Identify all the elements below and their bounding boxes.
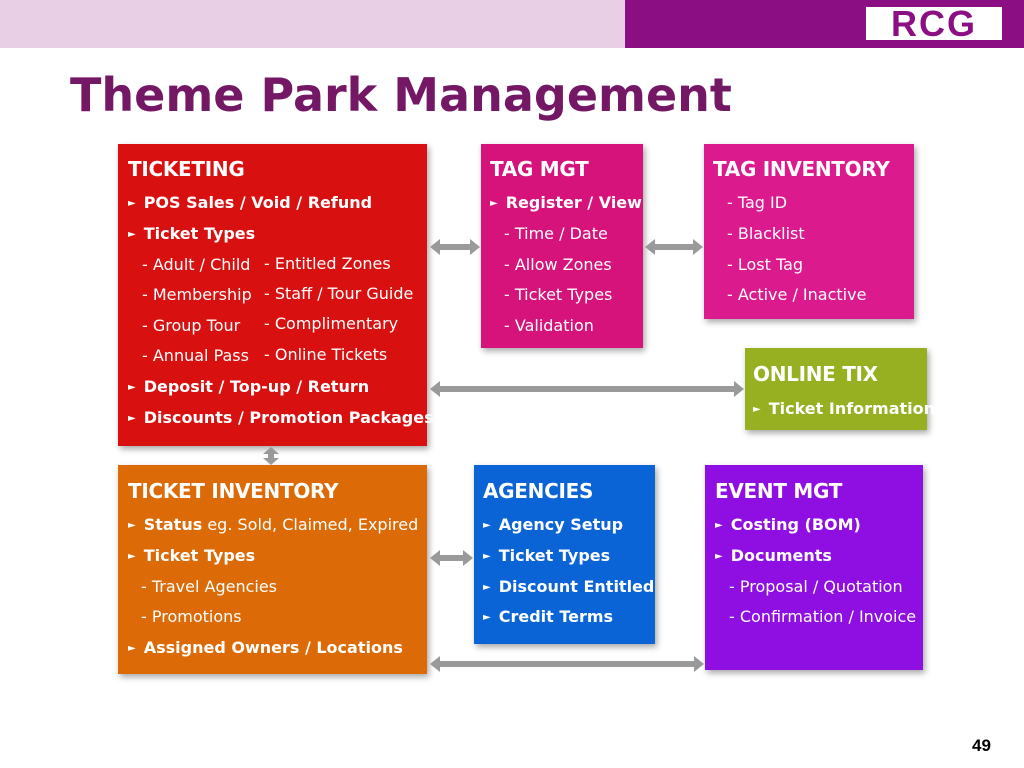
online-tix-info-item: ►Ticket Information xyxy=(753,399,936,418)
bullet-triangle-icon: ► xyxy=(483,612,491,623)
ticketing-type-right-2: - Staff / Tour Guide xyxy=(264,284,414,303)
ticket-inventory-types-item: ►Ticket Types xyxy=(128,546,256,565)
tag-inventory-title: TAG INVENTORY xyxy=(713,157,890,181)
tag-mgt-item-1: - Time / Date xyxy=(504,224,608,243)
bullet-triangle-icon: ► xyxy=(128,551,136,562)
ticketing-type-left-1: - Adult / Child xyxy=(142,255,251,274)
ticketing-type-left-2: - Membership xyxy=(142,285,252,304)
ticketing-type-left-3: - Group Tour xyxy=(142,316,241,335)
bullet-triangle-icon: ► xyxy=(483,520,491,531)
bullet-triangle-icon: ► xyxy=(128,382,136,393)
event-mgt-item-2: - Confirmation / Invoice xyxy=(729,607,917,626)
ticket-inventory-item-2: - Promotions xyxy=(141,607,242,626)
ticketing-title: TICKETING xyxy=(128,157,245,181)
ticketing-discounts-item: ►Discounts / Promotion Packages xyxy=(128,408,434,427)
agencies-item-2: ►Ticket Types xyxy=(483,546,611,565)
tag-mgt-register-item: ►Register / View xyxy=(490,193,642,212)
event-mgt-item-1: - Proposal / Quotation xyxy=(729,577,903,596)
ticketing-type-right-4: - Online Tickets xyxy=(264,345,388,364)
agencies-item-1: ►Agency Setup xyxy=(483,515,624,534)
tag-inventory-item-1: - Tag ID xyxy=(727,193,788,212)
arrow-tagmgt-taginventory xyxy=(645,239,703,255)
ticketing-deposit-item: ►Deposit / Top-up / Return xyxy=(128,377,370,396)
header-band-light xyxy=(0,0,625,48)
tag-inventory-item-3: - Lost Tag xyxy=(727,255,804,274)
ticket-inventory-assigned-item: ►Assigned Owners / Locations xyxy=(128,638,403,657)
tag-mgt-item-4: - Validation xyxy=(504,316,594,335)
ticketing-pos-item: ►POS Sales / Void / Refund xyxy=(128,193,373,212)
ticket-inventory-box: TICKET INVENTORY ►Status eg. Sold, Claim… xyxy=(118,465,427,674)
agencies-box: AGENCIES ►Agency Setup ►Ticket Types ►Di… xyxy=(474,465,655,644)
tag-mgt-box: TAG MGT ►Register / View - Time / Date -… xyxy=(481,144,643,348)
bullet-triangle-icon: ► xyxy=(483,551,491,562)
logo-text: RCG xyxy=(891,2,977,44)
agencies-item-3: ►Discount Entitled xyxy=(483,577,655,596)
tag-inventory-item-4: - Active / Inactive xyxy=(727,285,867,304)
rcg-logo: RCG xyxy=(864,5,1004,42)
ticketing-type-right-1: - Entitled Zones xyxy=(264,254,391,273)
agencies-title: AGENCIES xyxy=(483,479,594,503)
arrow-ticketing-onlinetix xyxy=(430,381,744,397)
arrow-ticketing-ticketinventory xyxy=(263,447,279,465)
arrow-ticketinventory-eventmgt xyxy=(430,656,704,672)
online-tix-box: ONLINE TIX ►Ticket Information xyxy=(745,348,935,430)
page-number: 49 xyxy=(972,736,991,755)
bullet-triangle-icon: ► xyxy=(483,582,491,593)
ticket-inventory-status-item: ►Status eg. Sold, Claimed, Expired xyxy=(128,515,419,534)
ticketing-box: TICKETING ►POS Sales / Void / Refund ►Ti… xyxy=(118,144,434,446)
tag-mgt-item-3: - Ticket Types xyxy=(504,285,613,304)
tag-mgt-title: TAG MGT xyxy=(490,157,589,181)
bullet-triangle-icon: ► xyxy=(128,520,136,531)
online-tix-title: ONLINE TIX xyxy=(753,362,878,386)
page-title: Theme Park Management xyxy=(70,68,732,122)
bullet-triangle-icon: ► xyxy=(715,551,723,562)
bullet-triangle-icon: ► xyxy=(128,643,136,654)
tag-inventory-item-2: - Blacklist xyxy=(727,224,805,243)
event-mgt-title: EVENT MGT xyxy=(715,479,843,503)
ticketing-ticket-types-item: ►Ticket Types xyxy=(128,224,256,243)
ticket-inventory-item-1: - Travel Agencies xyxy=(141,577,278,596)
ticket-inventory-title: TICKET INVENTORY xyxy=(128,479,339,503)
bullet-triangle-icon: ► xyxy=(490,198,498,209)
bullet-triangle-icon: ► xyxy=(753,404,761,415)
bullet-triangle-icon: ► xyxy=(128,229,136,240)
arrow-ticketing-tagmgt xyxy=(430,239,480,255)
arrow-ticketinventory-agencies xyxy=(430,550,473,566)
bullet-triangle-icon: ► xyxy=(128,413,136,424)
agencies-item-4: ►Credit Terms xyxy=(483,607,614,626)
tag-inventory-box: TAG INVENTORY - Tag ID - Blacklist - Los… xyxy=(704,144,914,319)
ticketing-type-right-3: - Complimentary xyxy=(264,314,399,333)
event-mgt-box: EVENT MGT ►Costing (BOM) ►Documents - Pr… xyxy=(705,465,923,670)
ticketing-type-left-4: - Annual Pass xyxy=(142,346,249,365)
bullet-triangle-icon: ► xyxy=(128,198,136,209)
event-mgt-documents-item: ►Documents xyxy=(715,546,832,565)
event-mgt-costing-item: ►Costing (BOM) xyxy=(715,515,861,534)
tag-mgt-item-2: - Allow Zones xyxy=(504,255,612,274)
bullet-triangle-icon: ► xyxy=(715,520,723,531)
